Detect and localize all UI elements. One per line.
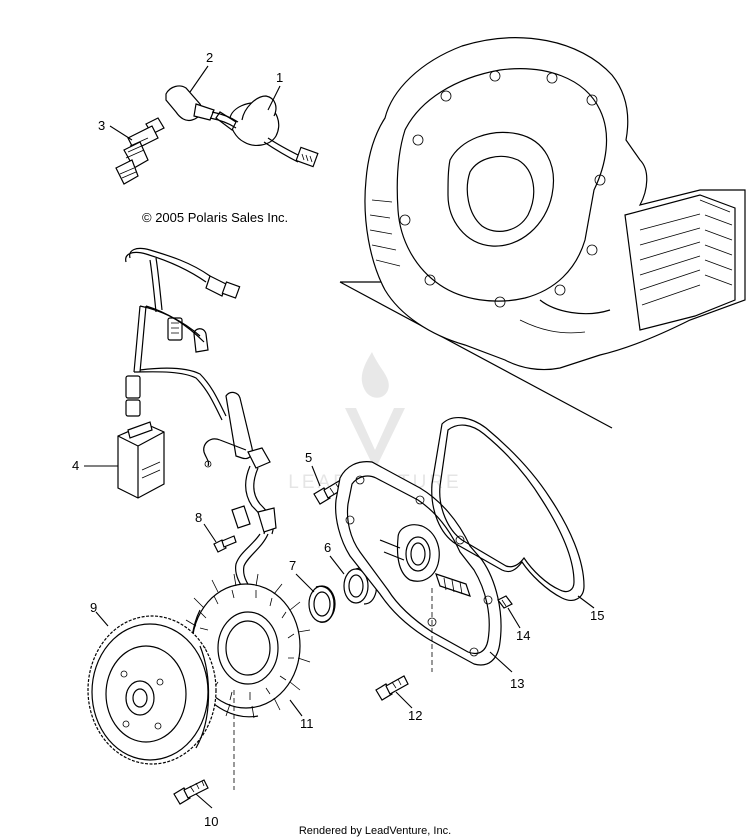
callout-11: 11 <box>300 716 314 731</box>
part-3-spark-plug <box>115 117 165 185</box>
part-7-oil-seal <box>308 585 336 623</box>
callout-labels: 1 2 3 4 5 6 7 8 9 10 11 12 13 14 15 <box>72 50 604 829</box>
part-4-cdi-box <box>117 421 165 499</box>
part-12-bolt <box>375 675 409 701</box>
part-15-gasket <box>431 417 585 601</box>
part-13-stator-cover <box>335 461 502 666</box>
footer-text: Rendered by LeadVenture, Inc. <box>299 825 451 837</box>
callout-1: 1 <box>276 70 283 85</box>
callout-14: 14 <box>516 628 530 643</box>
callout-5: 5 <box>305 450 312 465</box>
callout-2: 2 <box>206 50 213 65</box>
callout-15: 15 <box>590 608 604 623</box>
engine-crankcase <box>339 37 746 429</box>
callout-10: 10 <box>204 814 218 829</box>
part-14-screw <box>497 595 513 609</box>
part-10-bolt <box>173 779 209 805</box>
callout-12: 12 <box>408 708 422 723</box>
wiring-harness <box>125 247 277 595</box>
part-8-screw <box>213 505 251 553</box>
leader-lines <box>84 65 595 809</box>
callout-3: 3 <box>98 118 105 133</box>
callout-13: 13 <box>510 676 524 691</box>
part-9-flywheel <box>87 615 217 765</box>
part-2-spark-plug-cap <box>165 85 239 129</box>
callout-6: 6 <box>324 540 331 555</box>
callout-9: 9 <box>90 600 97 615</box>
part-11-stator <box>181 573 311 719</box>
callout-4: 4 <box>72 458 79 473</box>
callout-8: 8 <box>195 510 202 525</box>
part-1-sensor <box>215 95 319 168</box>
callout-7: 7 <box>289 558 296 573</box>
copyright-text: © 2005 Polaris Sales Inc. <box>142 210 288 225</box>
